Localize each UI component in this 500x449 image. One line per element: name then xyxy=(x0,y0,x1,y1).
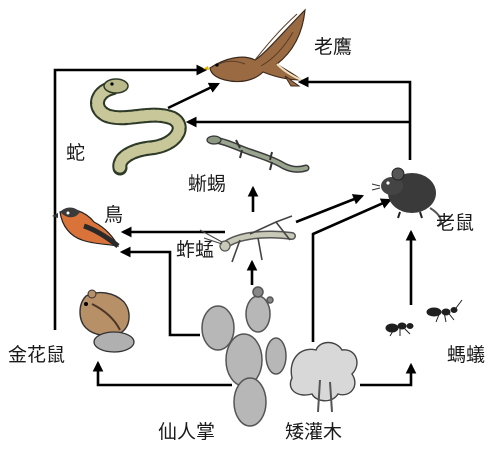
arrow-shrub-to-mouse xyxy=(313,200,390,342)
label-bird: 鳥 xyxy=(104,204,123,226)
label-shrub: 矮灌木 xyxy=(285,421,342,443)
arrow-chipmunk-to-eagle xyxy=(55,70,205,330)
lizard-icon xyxy=(207,136,306,170)
arrow-cactus-to-bird xyxy=(122,252,200,335)
label-cactus: 仙人掌 xyxy=(158,421,215,443)
arrow-shrub-to-ant xyxy=(360,365,411,385)
snake-icon xyxy=(97,79,179,168)
hawk-icon xyxy=(203,10,305,86)
cactus-icon xyxy=(202,287,286,426)
shrub-icon xyxy=(290,343,357,413)
label-chipmunk: 金花鼠 xyxy=(8,344,65,366)
arrow-snake-to-eagle xyxy=(168,84,218,108)
arrow-cactus-to-chipmunk xyxy=(98,363,232,385)
mouse-icon xyxy=(372,168,441,226)
ant-icon xyxy=(386,300,462,336)
label-snake: 蛇 xyxy=(66,142,85,164)
label-lizard: 蜥蜴 xyxy=(188,173,226,195)
label-grasshopper: 蚱蜢 xyxy=(176,239,214,261)
label-mouse: 老鼠 xyxy=(436,212,474,234)
chipmunk-icon xyxy=(80,290,134,352)
label-eagle: 老鷹 xyxy=(314,36,352,58)
label-ant: 螞蟻 xyxy=(447,344,485,366)
